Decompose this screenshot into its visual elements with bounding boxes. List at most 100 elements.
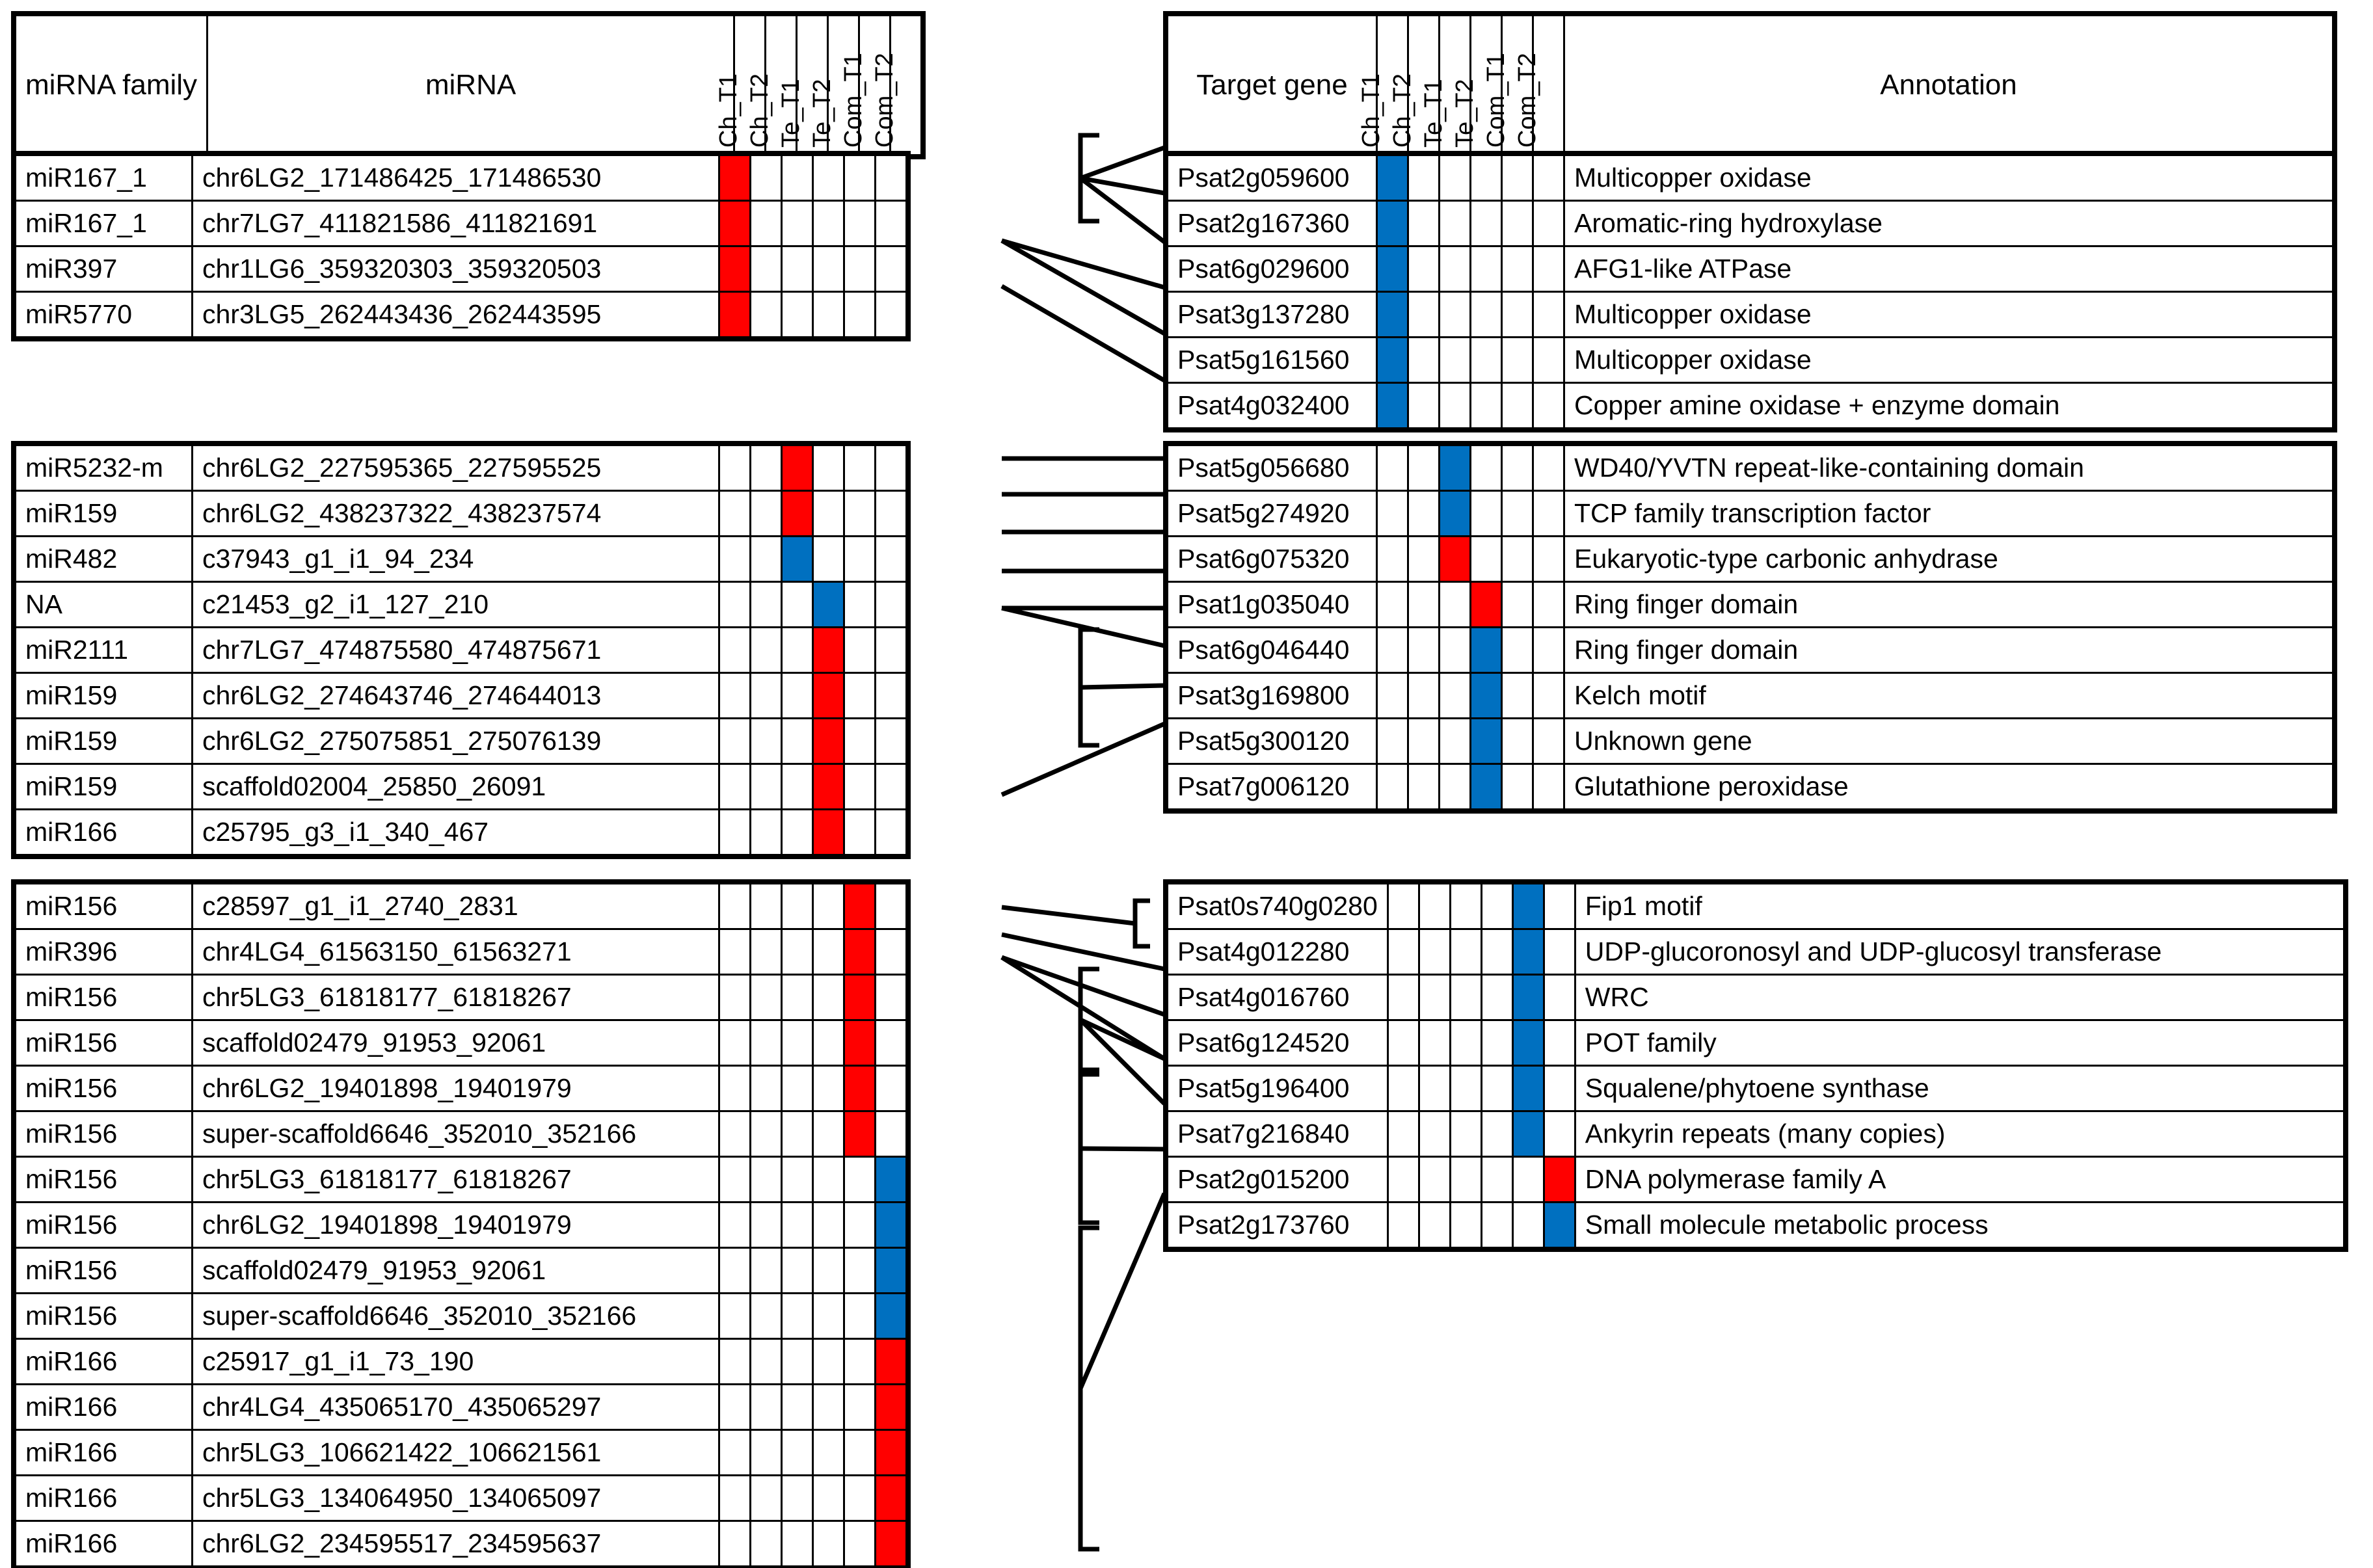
target-gene-cell: Psat3g169800 — [1166, 672, 1378, 719]
gene-heat-cell-te-t1 — [1449, 974, 1482, 1021]
gene-heat-cell-ch-t1 — [1376, 490, 1409, 537]
gene-heat-cell-te-t1 — [1438, 717, 1471, 765]
gene-heat-cell-ch-t2 — [1407, 154, 1440, 202]
mirna-id-cell: c25917_g1_i1_73_190 — [191, 1338, 720, 1385]
connector-line — [1001, 932, 1165, 972]
mirna-heat-cell-com-t1 — [843, 883, 876, 930]
target-gene-cell: Psat2g015200 — [1166, 1156, 1389, 1203]
mirna-id-cell: scaffold02479_91953_92061 — [191, 1019, 720, 1067]
mirna-heat-cell-com-t2 — [874, 1247, 907, 1294]
bracket-bottom-left-c — [1078, 1225, 1099, 1552]
connector-line — [1000, 955, 1166, 1017]
connector-line — [1000, 721, 1166, 797]
mirna-heat-cell-te-t2 — [812, 581, 845, 628]
mirna-heat-cell-te-t2 — [812, 1019, 845, 1067]
mirna-heat-cell-te-t1 — [781, 928, 814, 976]
mirna-heat-cell-te-t1 — [781, 1383, 814, 1431]
mirna-family-cell: miR156 — [14, 1247, 193, 1294]
mirna-id-cell: c25795_g3_i1_340_467 — [191, 808, 720, 856]
mirna-family-cell: miR166 — [14, 1383, 193, 1431]
mirna-heat-cell-te-t2 — [812, 808, 845, 856]
target-gene-cell: Psat0s740g0280 — [1166, 883, 1389, 930]
annotation-cell: WD40/YVTN repeat-like-containing domain — [1563, 444, 2334, 492]
annotation-cell: WRC — [1574, 974, 2345, 1021]
mirna-heat-cell-ch-t2 — [749, 490, 783, 537]
gene-heat-cell-ch-t2 — [1407, 717, 1440, 765]
mirna-heat-cell-ch-t2 — [749, 291, 783, 338]
mirna-heat-cell-ch-t1 — [718, 535, 751, 583]
mirna-heat-cell-ch-t2 — [749, 1338, 783, 1385]
gene-heat-cell-te-t2 — [1469, 581, 1503, 628]
gene-heat-cell-te-t1 — [1438, 672, 1471, 719]
mirna-heat-cell-ch-t2 — [749, 808, 783, 856]
gene-heat-cell-te-t2 — [1469, 444, 1503, 492]
gene-heat-cell-com-t1 — [1501, 490, 1534, 537]
mirna-heat-cell-ch-t2 — [749, 763, 783, 810]
annotation-cell: AFG1-like ATPase — [1563, 245, 2334, 293]
gene-heat-cell-com-t1 — [1501, 291, 1534, 338]
gene-heat-cell-com-t1 — [1511, 883, 1545, 930]
gene-heat-cell-com-t1 — [1511, 1201, 1545, 1249]
annotation-cell: UDP-glucoronosyl and UDP-glucosyl transf… — [1574, 928, 2345, 976]
mirna-heat-cell-te-t2 — [812, 490, 845, 537]
mirna-id-cell: chr6LG2_438237322_438237574 — [191, 490, 720, 537]
mirna-heat-cell-ch-t1 — [718, 1156, 751, 1203]
connector-line — [1001, 238, 1165, 290]
gene-heat-cell-te-t1 — [1438, 154, 1471, 202]
mirna-heat-cell-com-t2 — [874, 1429, 907, 1476]
mirna-id-cell: scaffold02004_25850_26091 — [191, 763, 720, 810]
mirna-heat-cell-ch-t2 — [749, 928, 783, 976]
mirna-heat-cell-com-t2 — [874, 763, 907, 810]
mirna-heat-cell-com-t1 — [843, 154, 876, 202]
header-cond-label: Te_T1 — [1419, 79, 1447, 148]
mirna-heat-cell-te-t1 — [781, 1338, 814, 1385]
mirna-id-cell: chr5LG3_61818177_61818267 — [191, 1156, 720, 1203]
mirna-heat-cell-te-t1 — [781, 490, 814, 537]
mirna-heat-cell-te-t1 — [781, 1520, 814, 1567]
gene-heat-cell-ch-t1 — [1386, 1019, 1420, 1067]
mirna-heat-cell-ch-t1 — [718, 154, 751, 202]
mirna-heat-cell-ch-t2 — [749, 1383, 783, 1431]
gene-heat-cell-com-t1 — [1501, 581, 1534, 628]
target-gene-cell: Psat6g029600 — [1166, 245, 1378, 293]
mirna-family-cell: miR166 — [14, 1520, 193, 1567]
mirna-heat-cell-com-t2 — [874, 717, 907, 765]
gene-heat-cell-te-t1 — [1449, 1110, 1482, 1158]
mirna-heat-cell-te-t2 — [812, 1383, 845, 1431]
gene-heat-cell-ch-t1 — [1376, 200, 1409, 247]
mirna-heat-cell-com-t2 — [874, 200, 907, 247]
gene-heat-cell-ch-t1 — [1376, 336, 1409, 384]
mirna-heat-cell-te-t2 — [812, 717, 845, 765]
gene-heat-cell-te-t2 — [1480, 1065, 1514, 1112]
annotation-cell: Ring finger domain — [1563, 581, 2334, 628]
gene-heat-cell-te-t2 — [1469, 535, 1503, 583]
mirna-heat-cell-te-t1 — [781, 1201, 814, 1249]
gene-heat-cell-ch-t2 — [1407, 581, 1440, 628]
table-row: Psat6g029600 AFG1-like ATPase — [1166, 245, 2334, 293]
mirna-heat-cell-ch-t2 — [749, 1065, 783, 1112]
gene-heat-cell-com-t1 — [1501, 245, 1534, 293]
gene-heat-cell-ch-t2 — [1407, 245, 1440, 293]
mirna-heat-cell-te-t1 — [781, 291, 814, 338]
mirna-heat-cell-com-t1 — [843, 1292, 876, 1340]
mirna-heat-cell-com-t1 — [843, 672, 876, 719]
header-cond-label: Com_T2 — [1513, 53, 1541, 148]
mirna-heat-cell-com-t1 — [843, 974, 876, 1021]
gene-heat-cell-ch-t1 — [1386, 1065, 1420, 1112]
mirna-family-cell: miR159 — [14, 490, 193, 537]
gene-heat-cell-ch-t1 — [1386, 1201, 1420, 1249]
gene-heat-cell-com-t2 — [1542, 1065, 1576, 1112]
gene-heat-cell-com-t2 — [1532, 626, 1565, 674]
gene-heat-cell-te-t2 — [1469, 200, 1503, 247]
connector-line — [1079, 145, 1166, 181]
mirna-id-cell: c37943_g1_i1_94_234 — [191, 535, 720, 583]
mirna-id-cell: chr7LG7_411821586_411821691 — [191, 200, 720, 247]
